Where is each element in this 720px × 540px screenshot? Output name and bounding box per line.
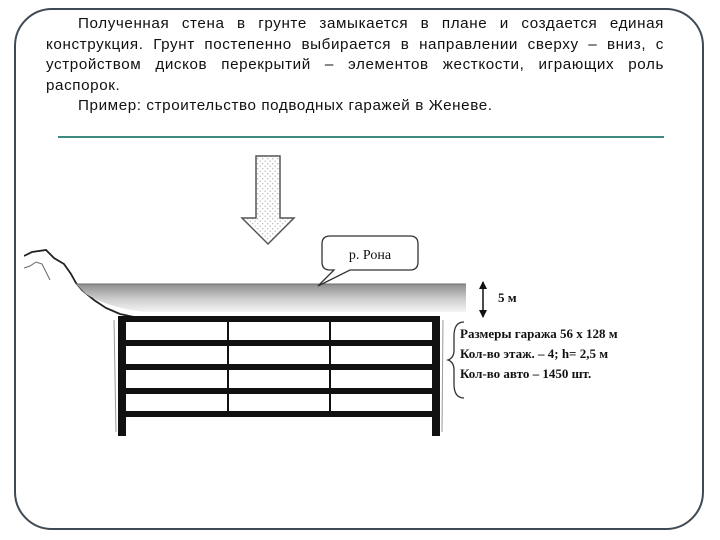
river-label-callout: р. Рона xyxy=(317,235,419,287)
spec-cars: Кол-во авто – 1450 шт. xyxy=(460,366,591,381)
river-water xyxy=(76,283,466,312)
garage-specs: Размеры гаража 56 х 128 м Кол-во этаж. –… xyxy=(460,326,618,381)
depth-label: 5 м xyxy=(498,290,517,305)
slide-frame xyxy=(14,8,704,530)
spec-dimensions: Размеры гаража 56 х 128 м xyxy=(460,326,618,341)
slide-text: Полученная стена в грунте замыкается в п… xyxy=(46,14,664,117)
depth-dimension: 5 м xyxy=(479,281,517,318)
garage-diagram: р. Рона 5 м Размеры гара xyxy=(24,140,688,436)
down-arrow-icon xyxy=(240,155,296,246)
river-label: р. Рона xyxy=(349,248,392,263)
paragraph-example: Пример: строительство подводных гаражей … xyxy=(78,97,493,114)
paragraph-description: Полученная стена в грунте замыкается в п… xyxy=(46,15,664,94)
divider-line xyxy=(58,136,664,138)
diagram-svg: р. Рона 5 м Размеры гара xyxy=(24,155,618,436)
specs-bracket xyxy=(445,321,465,399)
garage-structure xyxy=(113,316,444,436)
river-bank xyxy=(24,249,149,320)
spec-floors: Кол-во этаж. – 4; h= 2,5 м xyxy=(460,346,608,361)
